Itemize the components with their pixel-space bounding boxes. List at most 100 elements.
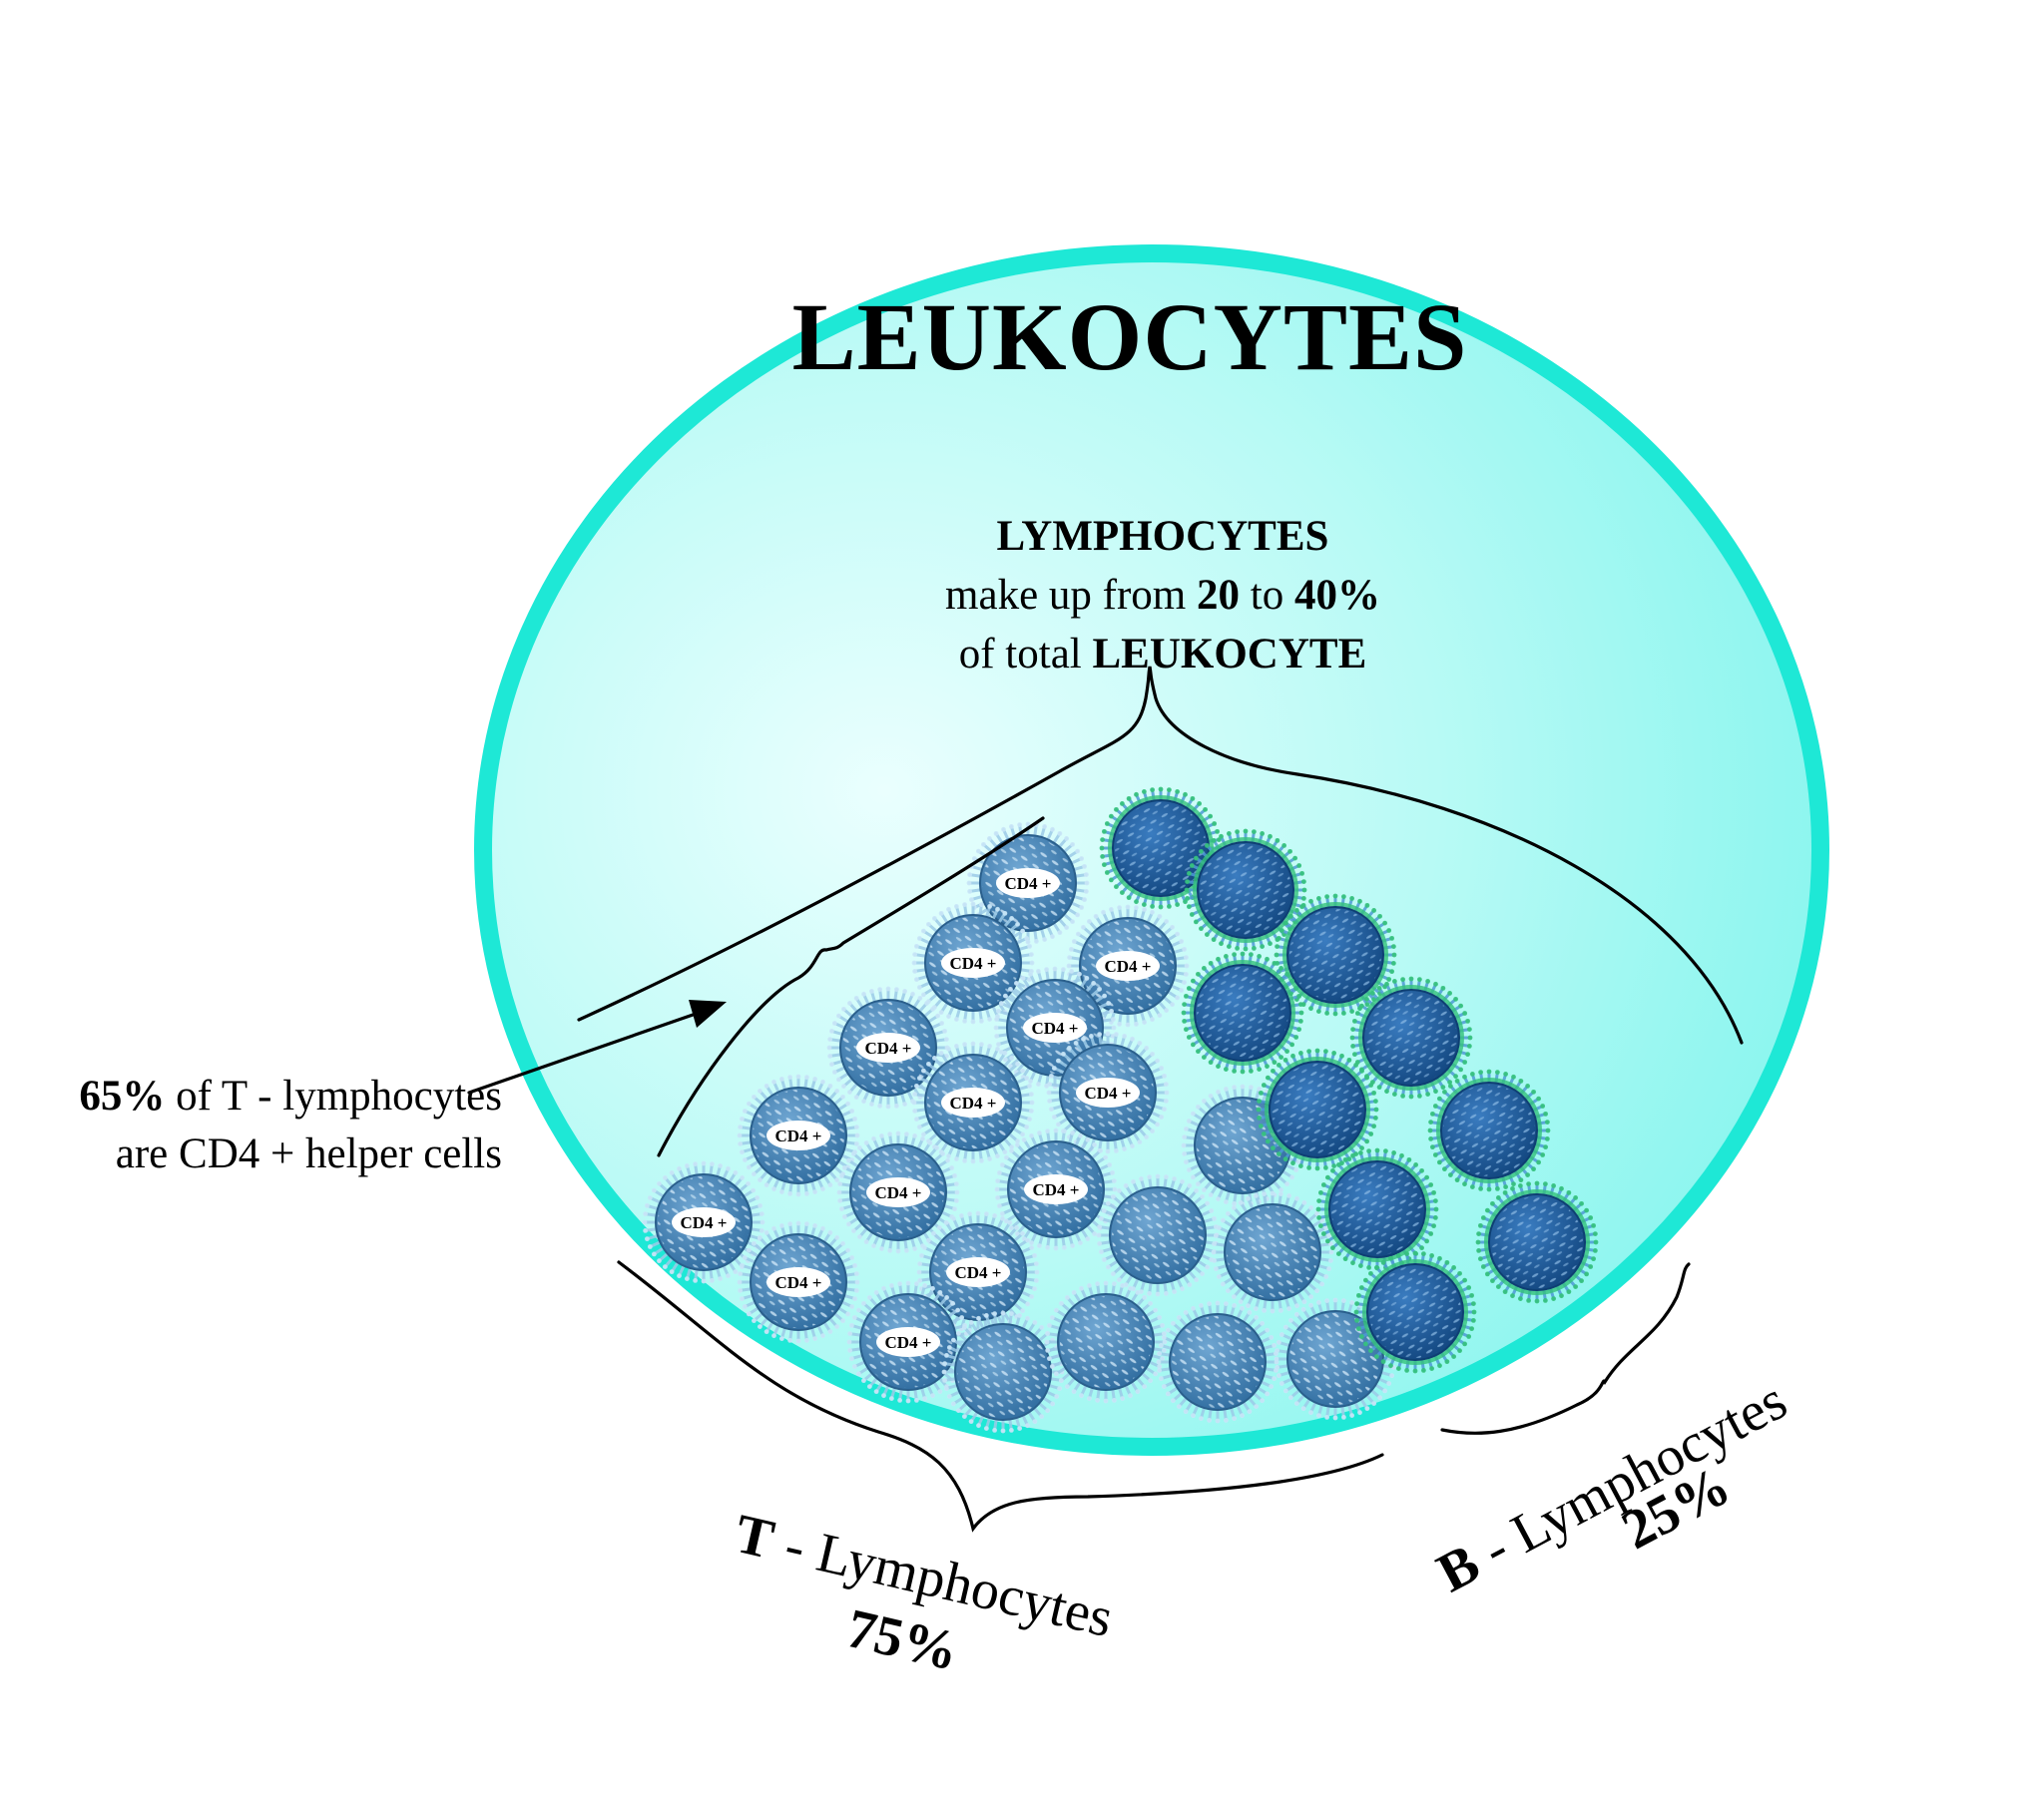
- cd4-t-cell: CD4 +: [826, 986, 950, 1110]
- cell-texture: [1365, 992, 1457, 1084]
- b-lymphocyte-cell: [1475, 1180, 1599, 1304]
- t-lymphocyte-cell: [1274, 1297, 1397, 1421]
- title: LEUKOCYTES: [791, 283, 1468, 390]
- lymphocytes-brace: [577, 666, 1744, 1045]
- cd4-t-cell: CD4 +: [737, 1074, 860, 1197]
- bracket-lines: [467, 666, 1744, 1533]
- cd4-label-badge: [1024, 1174, 1088, 1204]
- cell-texture: [1115, 802, 1207, 894]
- t-lymphocytes-brace: [617, 1260, 1384, 1533]
- b-lymphocyte-cell: [1184, 828, 1307, 952]
- b-cell-ring: [1324, 1156, 1430, 1262]
- cell-texture: [957, 1326, 1049, 1418]
- cell-texture: [1491, 1196, 1583, 1288]
- cd4-label-badge: [766, 1121, 830, 1150]
- cd4-t-cell: CD4 +: [993, 966, 1117, 1090]
- cd4-marker-text: CD4 +: [1032, 1019, 1079, 1038]
- cell-texture: [1289, 1313, 1381, 1405]
- cd4-line1-rest: of T - lymphocytes: [165, 1073, 502, 1120]
- cell-texture: [1369, 1266, 1461, 1358]
- b-lymphocyte-cell: [1181, 951, 1304, 1075]
- cd4-marker-text: CD4 +: [1033, 1180, 1080, 1199]
- cd4-marker-text: CD4 +: [950, 1094, 997, 1113]
- cd4-percent: 65%: [79, 1073, 166, 1120]
- cd4-label-badge: [876, 1327, 940, 1357]
- cd4-label-badge: [672, 1207, 736, 1237]
- t-lymphocyte-cell: [1096, 1173, 1220, 1297]
- cd4-brace: [657, 816, 1045, 1157]
- cd4-helper-note: 65% of T - lymphocytes are CD4 + helper …: [79, 1068, 502, 1183]
- cell-texture: [1200, 844, 1291, 936]
- cell-texture: [1331, 1163, 1423, 1255]
- cd4-marker-text: CD4 +: [775, 1273, 822, 1292]
- cell-texture: [1289, 909, 1381, 1001]
- lymphocytes-range-line: make up from 20 to 40%: [0, 566, 2044, 625]
- cell-texture: [1172, 1316, 1264, 1408]
- cd4-t-cell: CD4 +: [836, 1130, 960, 1254]
- cd4-label-badge: [1096, 951, 1160, 981]
- cd4-t-cell: CD4 +: [911, 1041, 1035, 1164]
- lymphocytes-total-line: of total LEUKOCYTE: [0, 625, 2044, 683]
- cd4-label-badge: [766, 1267, 830, 1297]
- total-bold: LEUKOCYTE: [1092, 631, 1367, 677]
- cd4-label-badge: [946, 1257, 1010, 1287]
- range-prefix: make up from: [945, 572, 1197, 619]
- b-cell-ring: [1108, 795, 1214, 901]
- cd4-marker-text: CD4 +: [875, 1183, 922, 1202]
- b-cell-ring: [1193, 837, 1298, 943]
- cd4-t-cell: CD4 +: [994, 1128, 1118, 1251]
- lymphocytes-note: LYMPHOCYTES make up from 20 to 40% of to…: [0, 507, 2044, 683]
- cd4-marker-text: CD4 +: [955, 1263, 1002, 1282]
- b-lymphocyte-cell: [1256, 1048, 1379, 1171]
- cd4-marker-text: CD4 +: [681, 1213, 728, 1232]
- cd4-label-badge: [1076, 1078, 1140, 1108]
- b-lymphocyte-cell: [1427, 1069, 1551, 1192]
- cd4-t-cell: CD4 +: [911, 901, 1035, 1025]
- b-cell-ring: [1436, 1078, 1542, 1183]
- b-cell-ring: [1282, 902, 1388, 1008]
- range-high: 40%: [1293, 572, 1380, 619]
- cell-texture: [1060, 1296, 1152, 1388]
- cd4-t-cell: CD4 +: [737, 1220, 860, 1344]
- cd4-label-badge: [856, 1033, 920, 1063]
- cd4-t-cell: CD4 +: [846, 1280, 970, 1404]
- cd4-arrowhead: [689, 1000, 727, 1028]
- cd4-t-cell: CD4 +: [1046, 1031, 1170, 1154]
- cd4-label-badge: [996, 868, 1060, 898]
- cd4-marker-text: CD4 +: [950, 954, 997, 973]
- cd4-label-badge: [941, 948, 1005, 978]
- t-lymphocyte-cell: [941, 1310, 1065, 1434]
- b-lymphocyte-cell: [1353, 1250, 1477, 1374]
- b-cell-ring: [1265, 1057, 1370, 1162]
- cell-texture: [1443, 1085, 1535, 1176]
- range-low: 20: [1197, 572, 1240, 619]
- b-lymphocyte-cell: [1099, 786, 1223, 910]
- b-cell-ring: [1190, 960, 1295, 1066]
- cd4-marker-text: CD4 +: [885, 1333, 932, 1352]
- cd4-t-cell: CD4 +: [966, 821, 1090, 945]
- t-lymphocyte-cell: [1211, 1190, 1334, 1314]
- cell-texture: [1272, 1064, 1363, 1155]
- b-cell-ring: [1362, 1259, 1468, 1365]
- cd4-note-line2: are CD4 + helper cells: [115, 1130, 502, 1177]
- cd4-arrow-line: [467, 1011, 701, 1095]
- b-lymphocyte-cell: [1274, 893, 1397, 1017]
- b-lymphocyte-cell: [1349, 976, 1473, 1100]
- cd4-marker-text: CD4 +: [1005, 874, 1052, 893]
- lymphocytes-heading: LYMPHOCYTES: [996, 513, 1329, 560]
- cell-texture: [1112, 1189, 1204, 1281]
- cd4-label-badge: [866, 1177, 930, 1207]
- cd4-marker-text: CD4 +: [1105, 957, 1152, 976]
- b-lymphocytes-brace: [1440, 1262, 1691, 1435]
- range-mid: to: [1240, 572, 1294, 619]
- cd4-marker-text: CD4 +: [775, 1127, 822, 1145]
- t-lymphocyte-cell: [1044, 1280, 1168, 1404]
- t-lymphocyte-cell: [1156, 1300, 1279, 1424]
- total-prefix: of total: [958, 631, 1093, 677]
- cd4-label-badge: [1023, 1013, 1087, 1043]
- cell-texture: [1197, 1100, 1288, 1191]
- cd4-note-line1: 65% of T - lymphocytes: [79, 1068, 502, 1126]
- cell-texture: [1227, 1206, 1318, 1298]
